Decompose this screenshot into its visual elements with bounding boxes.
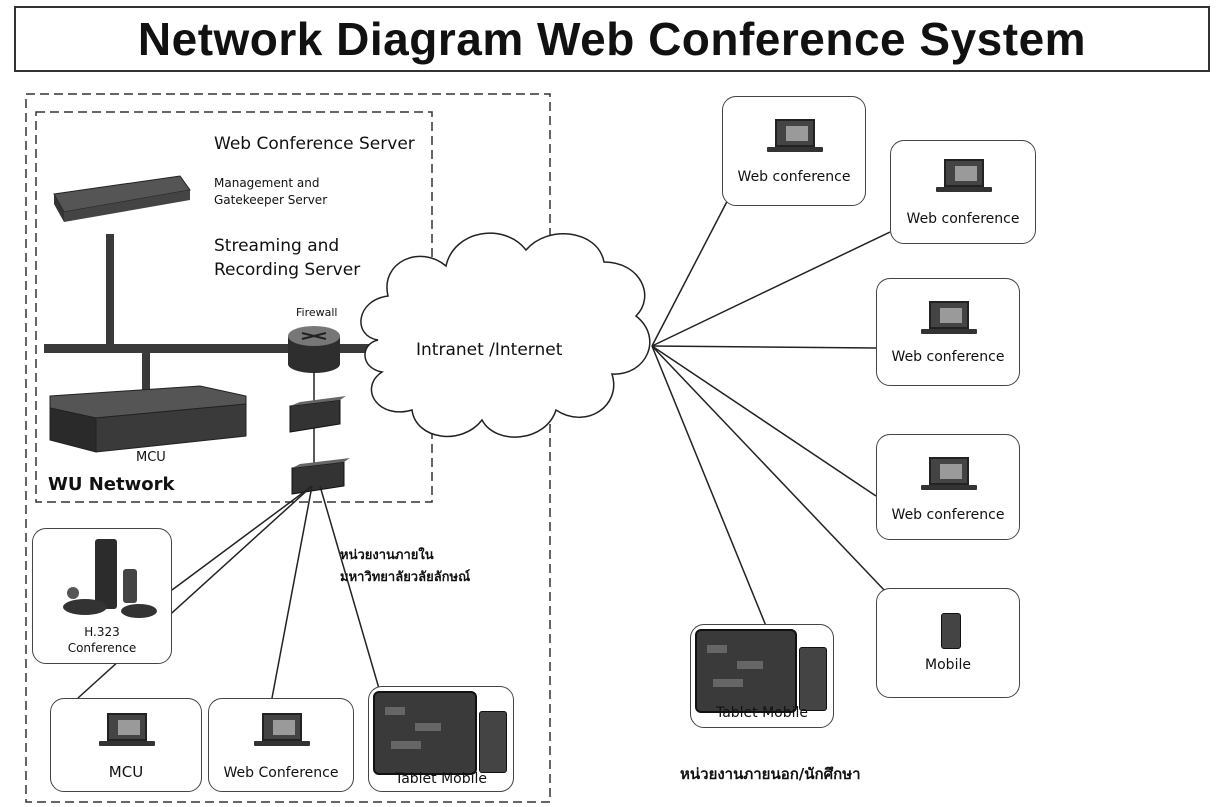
web-conference-external-label-1: Web conference [737,169,851,185]
backbone-link-right [340,344,374,353]
tablet-mobile-external-label: Tablet Mobile [715,705,809,721]
firewall-router-icon [288,326,340,373]
tablet-icon [373,691,477,775]
mcu-node[interactable]: MCU [50,698,202,792]
mcu-device-icon [49,385,247,453]
external-units-label: หน่วยงานภายนอก/นักศึกษา [680,765,861,783]
mcu-uplink [142,352,150,392]
h323-conference-node[interactable]: H.323 Conference [32,528,172,664]
web-conference-server-label: Web Conference Server [214,134,415,154]
page-title: Network Diagram Web Conference System [137,13,1087,65]
mcu-node-label: MCU [108,763,144,781]
phone-icon [479,711,507,773]
tablet-mobile-external-node[interactable]: Tablet Mobile [690,624,834,728]
web-conference-external-label-2: Web conference [906,211,1020,227]
streaming-server-label-line2: Recording Server [214,260,361,280]
web-conference-external-label-4: Web conference [891,507,1005,523]
web-conference-internal-node[interactable]: Web Conference [208,698,354,792]
streaming-server-label-line1: Streaming and [214,236,340,256]
management-server-label-line2: Gatekeeper Server [214,193,328,207]
cloud-shape [360,232,651,438]
web-conference-internal-label: Web Conference [223,765,339,781]
phone-icon [941,613,961,649]
web-conference-external-node-4[interactable]: Web conference [876,434,1020,540]
web-conference-external-node-2[interactable]: Web conference [890,140,1036,244]
web-conference-external-node-3[interactable]: Web conference [876,278,1020,386]
tablet-mobile-internal-node[interactable]: Tablet Mobile [368,686,514,792]
switch-upper-icon [289,396,346,433]
internal-units-label-line1: หน่วยงานภายใน [340,548,434,563]
web-conference-external-label-3: Web conference [891,349,1005,365]
web-conference-external-node-1[interactable]: Web conference [722,96,866,206]
external-links [651,187,891,627]
tablet-icon [695,629,797,713]
management-server-label-line1: Management and [214,176,320,190]
h323-label-line2: Conference [67,641,137,655]
mobile-external-label: Mobile [925,657,971,673]
internal-units-label-line2: มหาวิทยาลัยวลัยลักษณ์ [340,570,471,585]
switch-lower-icon [291,458,350,495]
wu-network-label: WU Network [48,474,175,495]
firewall-label: Firewall [296,306,338,319]
mobile-external-node[interactable]: Mobile [876,588,1020,698]
phone-icon [799,647,827,711]
cloud-label: Intranet /Internet [416,340,563,360]
backbone-bus [44,344,300,353]
tablet-mobile-internal-label: Tablet Mobile [394,771,488,787]
title-box: Network Diagram Web Conference System [14,6,1210,72]
server-uplink [106,234,114,346]
mcu-label: MCU [136,450,166,465]
h323-label-line1: H.323 [84,625,120,639]
rack-server-icon [53,175,191,222]
h323-device-icon [63,539,157,618]
